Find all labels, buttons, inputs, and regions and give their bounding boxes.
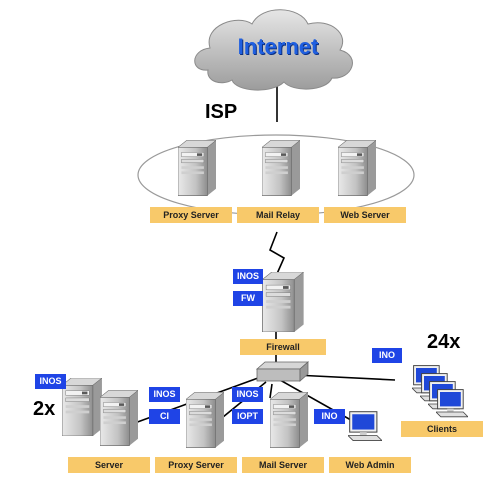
mail-server-icon	[270, 392, 308, 448]
web-server-icon	[338, 140, 376, 196]
tag-mail-iopt: IOPT	[232, 409, 263, 424]
internet-cloud-icon	[194, 9, 353, 91]
clients-multiplier-label: 24x	[427, 331, 461, 353]
tag-mail-inos: INOS	[232, 387, 263, 402]
tag-server-inos: INOS	[35, 374, 66, 389]
tag-firewall-inos: INOS	[233, 269, 263, 284]
server-multiplier-label: 2x	[33, 398, 56, 420]
label-isp-proxy-server: Proxy Server	[150, 207, 232, 223]
internet-label: Internet	[237, 34, 319, 59]
label-firewall: Firewall	[240, 339, 326, 355]
proxy-server-icon	[178, 140, 216, 196]
tag-clients-ino: INO	[372, 348, 402, 363]
server-secondary-icon	[100, 390, 138, 446]
tag-proxy-inos: INOS	[149, 387, 180, 402]
firewall-server-icon	[262, 272, 304, 332]
label-server: Server	[68, 457, 150, 473]
label-web-server: Web Server	[324, 207, 406, 223]
tag-firewall-fw: FW	[233, 291, 263, 306]
switch-icon	[255, 361, 310, 382]
tag-webadmin-ino: INO	[314, 409, 345, 424]
label-web-admin: Web Admin	[329, 457, 411, 473]
isp-label: ISP	[205, 101, 238, 123]
label-mail-relay: Mail Relay	[237, 207, 319, 223]
server-primary-icon	[62, 378, 102, 436]
bottom-proxy-server-icon	[186, 392, 224, 448]
label-clients: Clients	[401, 421, 483, 437]
clients-workstations-icon	[412, 365, 468, 418]
label-mail-server: Mail Server	[242, 457, 324, 473]
label-bottom-proxy-server: Proxy Server	[155, 457, 237, 473]
web-admin-workstation-icon	[348, 411, 382, 442]
tag-proxy-ci: CI	[149, 409, 180, 424]
mail-relay-icon	[262, 140, 300, 196]
